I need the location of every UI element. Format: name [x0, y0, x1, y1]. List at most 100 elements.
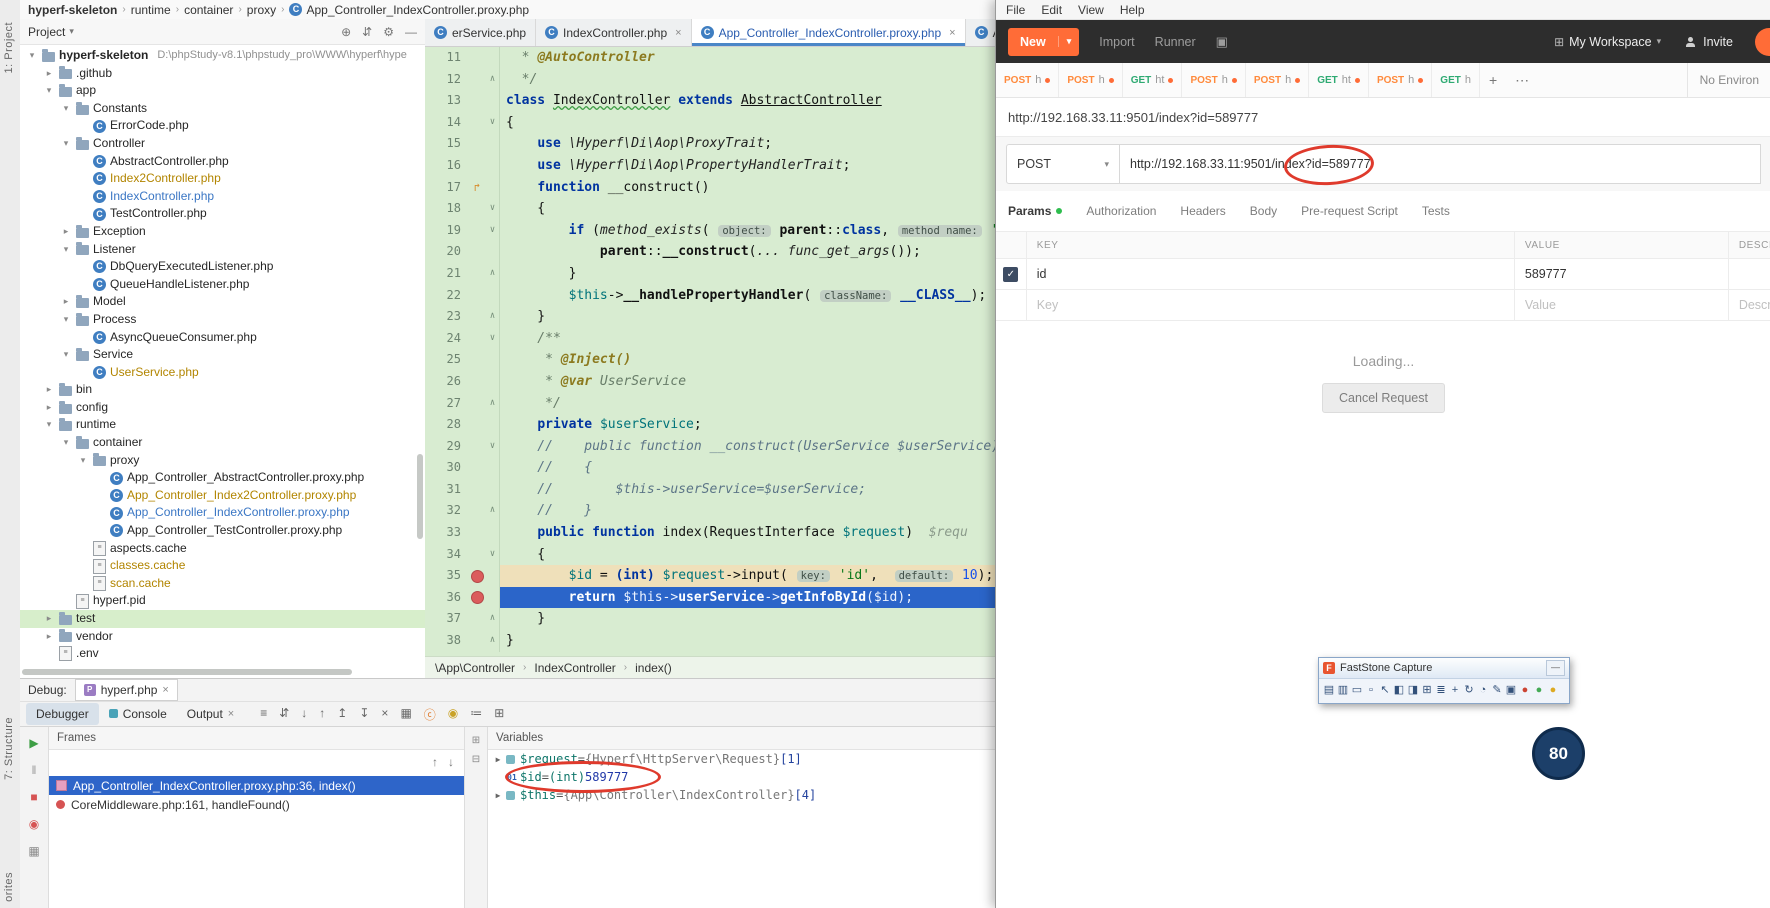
chevron-icon[interactable]: ▸ [63, 296, 69, 307]
chevron-icon[interactable]: ▾ [63, 313, 69, 324]
cancel-request-button[interactable]: Cancel Request [1322, 383, 1445, 413]
code-line[interactable]: 29∨ // public function __construct(UserS… [425, 435, 995, 458]
remove-watch-icon[interactable]: ⊟ [471, 754, 481, 765]
debug-toolbar-icon[interactable]: ⓒ [423, 707, 436, 722]
code-line[interactable]: 24∨ /** [425, 327, 995, 350]
chevron-icon[interactable]: ▸ [46, 630, 52, 641]
code-line[interactable]: 23∧ } [425, 306, 995, 328]
tool-button-structure[interactable]: 7: Structure [3, 717, 15, 780]
debug-toolbar-icon[interactable]: ⊞ [494, 705, 505, 720]
param-value[interactable]: 589777 [1515, 259, 1729, 289]
code-line[interactable]: 18∨ { [425, 198, 995, 220]
tree-item[interactable]: ▾Listener [20, 241, 425, 259]
tool-button-project[interactable]: 1: Project [3, 22, 15, 74]
tree-item[interactable]: ▾proxy [20, 452, 425, 470]
tree-item[interactable]: ▸.github [20, 65, 425, 83]
chevron-icon[interactable]: ▸ [46, 384, 52, 395]
tree-item[interactable]: ▸test [20, 610, 425, 628]
faststone-tool-icon[interactable]: ◔ [1479, 684, 1487, 696]
tree-item[interactable]: ≡classes.cache [20, 557, 425, 575]
faststone-tool-icon[interactable]: ◧ [1393, 684, 1405, 696]
chevron-icon[interactable]: ▾ [80, 454, 86, 465]
debugger-control-icon[interactable]: ◉ [28, 817, 40, 831]
fold-icon[interactable]: ∧ [489, 397, 496, 408]
locate-icon[interactable]: ⊕ [341, 24, 352, 39]
debug-toolbar-icon[interactable]: ↓ [301, 705, 308, 720]
tree-item[interactable]: ▸bin [20, 381, 425, 399]
fold-icon[interactable]: ∨ [489, 332, 496, 343]
breadcrumb-item[interactable]: index() [635, 660, 672, 675]
tab-pre-request-script[interactable]: Pre-request Script [1301, 204, 1398, 218]
faststone-tool-icon[interactable]: ▤ [1323, 684, 1335, 696]
close-icon[interactable]: × [227, 708, 235, 721]
variable-row[interactable]: ▶$request = {Hyperf\HttpServer\Request} … [488, 750, 995, 768]
chevron-icon[interactable]: ▾ [63, 137, 69, 148]
fold-icon[interactable]: ∧ [489, 505, 496, 516]
code-line[interactable]: 22 $this->__handlePropertyHandler( class… [425, 284, 995, 307]
tree-item[interactable]: ▾Constants [20, 100, 425, 118]
tab-authorization[interactable]: Authorization [1086, 204, 1157, 218]
breakpoint-icon[interactable] [468, 565, 486, 587]
fold-icon[interactable]: ∧ [489, 73, 496, 84]
chevron-icon[interactable]: ▾ [63, 243, 69, 254]
tree-item[interactable]: ▸Exception [20, 223, 425, 241]
project-panel-title[interactable]: Project [28, 24, 66, 39]
debug-toolbar-icon[interactable]: × [381, 705, 389, 720]
debug-toolbar-icon[interactable]: ≔ [470, 705, 483, 720]
code-line[interactable]: 35 $id = (int) $request->input( key: 'id… [425, 565, 995, 587]
debug-toolbar-icon[interactable]: ⇵ [279, 705, 290, 720]
code-line[interactable]: 15 use \Hyperf\Di\Aop\ProxyTrait; [425, 133, 995, 155]
chevron-right-icon[interactable]: ▶ [495, 754, 501, 764]
debugger-control-icon[interactable]: ■ [30, 790, 38, 804]
open-new-window-icon[interactable]: ▣ [1215, 33, 1228, 49]
code-line[interactable]: 28 private $userService; [425, 414, 995, 436]
chevron-icon[interactable]: ▸ [46, 67, 52, 78]
code-line[interactable]: 30 // { [425, 457, 995, 479]
debug-toolbar-icon[interactable]: ↥ [337, 705, 348, 720]
param-key[interactable]: Key [1027, 290, 1515, 320]
chevron-down-icon[interactable]: ▾ [1057, 36, 1080, 47]
tree-item[interactable]: ▸Model [20, 293, 425, 311]
new-button[interactable]: New ▾ [1008, 27, 1080, 56]
fold-icon[interactable]: ∨ [489, 440, 496, 451]
tree-item[interactable]: ≡hyperf.pid [20, 592, 425, 610]
url-input[interactable]: http://192.168.33.11:9501/index?id=58977… [1120, 144, 1761, 184]
code-line[interactable]: 31 // $this->userService=$userService; [425, 478, 995, 501]
tree-item[interactable]: ▾Process [20, 311, 425, 329]
faststone-tool-icon[interactable]: ▫ [1369, 684, 1373, 696]
tool-button-favorites[interactable]: orites [3, 872, 15, 902]
notification-badge[interactable]: 80 [1532, 727, 1585, 780]
menu-item-file[interactable]: File [1006, 2, 1026, 17]
code-line[interactable]: 25 * @Inject() [425, 349, 995, 371]
param-description[interactable] [1729, 259, 1770, 289]
tree-item[interactable]: ▾app [20, 82, 425, 100]
code-line[interactable]: 32∧ // } [425, 500, 995, 523]
debug-toolbar-icon[interactable]: ≡ [260, 705, 268, 720]
chevron-icon[interactable]: ▾ [63, 102, 69, 113]
debugger-control-icon[interactable]: ▶ [29, 736, 39, 750]
tree-item[interactable]: ▾container [20, 434, 425, 452]
frame-up-icon[interactable]: ↑ [432, 755, 438, 769]
debug-toolbar-icon[interactable]: ↧ [359, 705, 370, 720]
code-line[interactable]: 14∨{ [425, 111, 995, 134]
fold-icon[interactable]: ∨ [489, 116, 496, 127]
chevron-icon[interactable]: ▾ [46, 419, 52, 430]
param-value[interactable]: Value [1515, 290, 1729, 320]
chevron-right-icon[interactable]: ▶ [495, 790, 501, 800]
faststone-tool-icon[interactable]: ▭ [1351, 684, 1363, 696]
